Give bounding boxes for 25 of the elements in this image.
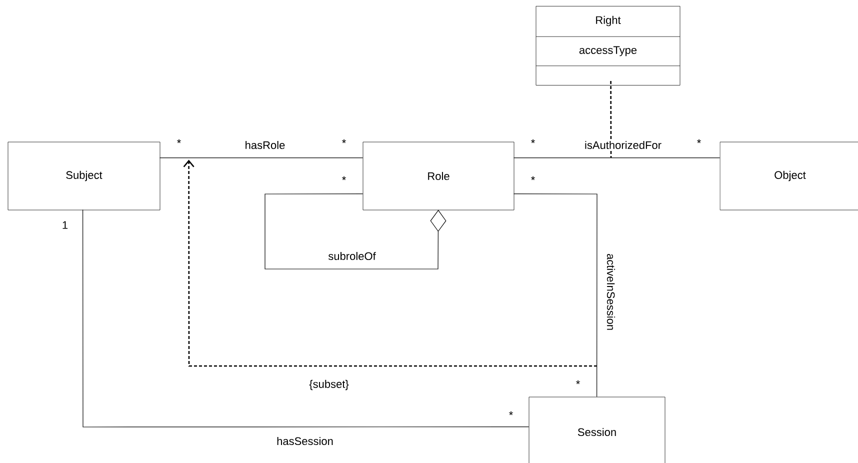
class-box: Subject bbox=[8, 142, 160, 210]
multiplicity-label: * bbox=[576, 380, 580, 384]
edge-label: hasRole bbox=[244, 140, 286, 150]
arrow bbox=[264, 194, 446, 270]
class-box: Right accessType bbox=[536, 6, 680, 86]
arrow bbox=[183, 160, 597, 367]
multiplicity-label: * bbox=[177, 139, 181, 144]
edge-label: activeInSession bbox=[606, 252, 616, 332]
class-box: Role bbox=[362, 142, 514, 210]
multiplicity-label: * bbox=[342, 139, 346, 144]
class-box: Object bbox=[720, 142, 858, 210]
multiplicity-label: * bbox=[509, 411, 513, 416]
connector-line bbox=[514, 194, 598, 398]
connector-line bbox=[82, 210, 530, 428]
connector-line bbox=[610, 81, 612, 158]
edge-label: subroleOf bbox=[327, 250, 377, 262]
edge-label: isAuthorizedFor bbox=[584, 140, 663, 150]
multiplicity-label: * bbox=[342, 176, 346, 180]
multiplicity-label: * bbox=[531, 139, 535, 144]
edge-label: hasSession bbox=[276, 436, 334, 446]
edge-label: {subset} bbox=[308, 378, 350, 392]
class-box: Session bbox=[528, 396, 666, 463]
multiplicity-label: * bbox=[697, 139, 701, 144]
multiplicity-label: 1 bbox=[62, 221, 68, 229]
multiplicity-label: * bbox=[531, 176, 535, 180]
